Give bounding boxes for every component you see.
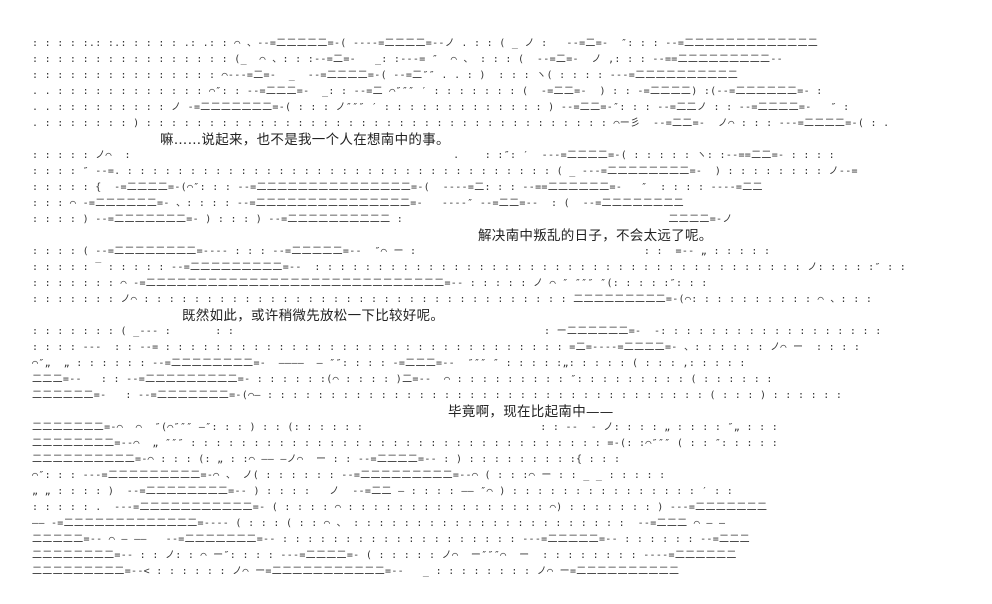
art-row: . . : : : : : : : : : ノ -=二二二二二二二=-( : :… bbox=[32, 102, 850, 113]
art-row: : : : : --- : : --= : : : : : : : : : : … bbox=[32, 342, 861, 353]
art-row: : : : : : : : ( _--- : : : : ー二二二二二二=- -… bbox=[32, 326, 882, 337]
art-row: : : : : : : : : : : : : : : : : (_ ⌒ 、: … bbox=[32, 54, 783, 65]
art-row: ⌒″„ „ : : : : : : --=二二二二二二二二=- ―――― ― ″… bbox=[32, 358, 746, 369]
art-row: : : : : : : : ⌒ -=二二二二二二二二二二二二二二二二二二二二二二… bbox=[32, 278, 708, 289]
ascii-art-background: : : : : :.: :.: : : : : .: .: : ⌒ 、--=二二… bbox=[32, 36, 932, 580]
art-row: : : : : ) --=二二二二二二二=- ) : : : ) --=二二二二… bbox=[32, 214, 733, 225]
dialogue-line-2: 解决南中叛乱的日子，不会太远了呢。 bbox=[478, 228, 713, 244]
art-row: : : : ⌒ -=二二二二二二=- 、: : : : --=二二二二二二二二二… bbox=[32, 198, 684, 209]
art-row: : : : : : { -=二二二二=-(⌒″: : : --=二二二二二二二二… bbox=[32, 182, 763, 193]
art-row: ―― -=二二二二二二二二二二二二二=---- ( : : : ( : : ⌒ … bbox=[32, 518, 726, 529]
art-row: 二二二二二二二=-⌒ ⌒ ″(⌒″″″ ―″: : : ) : : (: : :… bbox=[32, 422, 779, 433]
art-row: 二二二二二二二二二二=-⌒ : : : (: „ : :⌒ ―― ―ノ⌒ ー :… bbox=[32, 454, 621, 465]
dialogue-line-4: 毕竟啊，现在比起南中—— bbox=[448, 404, 614, 420]
art-row: : : : : :.: :.: : : : : .: .: : ⌒ 、--=二二… bbox=[32, 38, 819, 49]
art-row: : : : : ( --=二二二二二二二二=---- : : : --=二二二二… bbox=[32, 246, 771, 257]
dialogue-line-1: 嘛……说起来，也不是我一个人在想南中的事。 bbox=[160, 132, 450, 148]
art-row: 二二二二二二二二=-- : : ノ: : ⌒ ー″: : : : ---=二二二… bbox=[32, 550, 737, 561]
art-row: 二二二二二二=- : --=二二二二二二二=-(⌒― : : : : : : :… bbox=[32, 390, 843, 401]
art-row: 二二二二二=-- ⌒ ― ―― --=二二二二二二二=-- : : : : : … bbox=[32, 534, 750, 545]
art-row: : : : : : ノ⌒ : . : :″: ′ ---=二二二二=-( : :… bbox=[32, 150, 835, 161]
art-row: ⌒″: : : ---=二二二二二二二二二=-⌒ 、 ノ( : : : : : … bbox=[32, 470, 666, 481]
art-row: 二二二二二二二二=--⌒ „ ″″″ : : : : : : : : : : :… bbox=[32, 438, 779, 449]
art-row: . : : : : : : : ) : : : : : : : : : : : … bbox=[32, 118, 890, 129]
art-row: 二二二二二二二二二=--< : : : : : : ノ⌒ ー=二二二二二二二二二… bbox=[32, 566, 680, 577]
art-row: „ „ : : : : ) --=二二二二二二二二=-- ) : : : : ノ… bbox=[32, 486, 734, 497]
dialogue-line-3: 既然如此，或许稍微先放松一下比较好呢。 bbox=[182, 308, 445, 324]
art-row: : : : : : : : ノ⌒ : : : : : : : : : : : :… bbox=[32, 294, 873, 305]
art-row: 二二二=-- : : --=二二二二二二二二二=- : : : : : :(⌒ … bbox=[32, 374, 773, 385]
art-row: . . : : : : : : : : : : : : ⌒″: : --=二二二… bbox=[32, 86, 823, 97]
art-row: : : : : ″ --=. : : : : : : : : : : : : :… bbox=[32, 166, 858, 177]
art-row: : : : : : : : : : : : : : : : ⌒---=二=- _… bbox=[32, 70, 739, 81]
art-row: : : : : : ‾ : : : : : --=二二二二二二二二二=-- : … bbox=[32, 262, 907, 273]
art-row: : : : : : . ---=二二二二二二二二二二二=- ( : : : : … bbox=[32, 502, 768, 513]
